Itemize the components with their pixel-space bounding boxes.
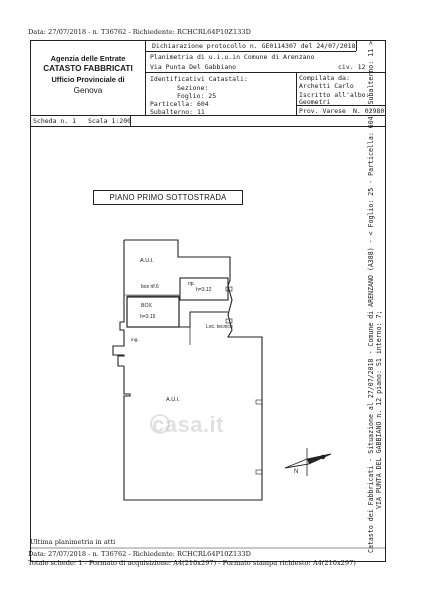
plan-label-h-box: h=3.15	[140, 314, 156, 320]
document-frame	[30, 40, 386, 562]
agency-office: Ufficio Provinciale di	[51, 75, 125, 84]
compiled-profession: Geometri	[299, 98, 331, 106]
identifier-sezione: Sezione:	[177, 84, 209, 92]
cadastral-header: Agenzia delle Entrate CATASTO FABBRICATI…	[30, 40, 386, 116]
agency-catasto: CATASTO FABBRICATI	[43, 64, 133, 73]
plan-wall-technical	[179, 311, 228, 328]
compiled-heading: Compilata da:	[299, 74, 350, 82]
plan-label-h-rip: h=3.12	[196, 287, 212, 293]
agency-name: Agenzia delle Entrate	[50, 54, 126, 63]
sheet-scale: Scala 1:200	[88, 117, 132, 125]
compiled-number: N. 02980	[353, 107, 385, 115]
civic-number: civ. 12	[338, 63, 366, 71]
identifier-foglio: Foglio: 25	[177, 92, 217, 100]
compiled-province: Prov. Varese	[299, 107, 346, 115]
plan-label-box: BOX	[141, 303, 152, 309]
declaration-protocol: Dichiarazione protocollo n. GE0114307 de…	[152, 42, 356, 50]
plan-label-rip: rip.	[188, 281, 195, 287]
plan-room-box	[126, 296, 180, 328]
plan-room-rip	[179, 277, 229, 301]
top-request-stamp: Data: 27/07/2018 - n. T36762 - Richieden…	[28, 28, 251, 36]
floor-title: PIANO PRIMO SOTTOSTRADA	[93, 190, 243, 205]
plan-title: Planimetria di u.i.u.in Comune di Arenza…	[150, 53, 315, 61]
plan-wall-lower	[123, 366, 263, 501]
svg-text:N: N	[294, 469, 298, 475]
plan-label-box-ref: box rif.6	[141, 284, 159, 290]
identifier-particella: Particella: 604	[150, 100, 209, 108]
compiled-enrolled: Iscritto all'albo:	[299, 91, 370, 99]
plan-wall-left-upper	[112, 240, 125, 367]
plan-wall-outer	[124, 239, 263, 384]
sheet-row: Scheda n. 1 Scala 1:200	[30, 116, 386, 127]
footer-sheet-format: Totale schede: 1 - Formato di acquisizio…	[28, 559, 356, 567]
plan-label-aui-top: A.U.I.	[140, 258, 154, 264]
side-status-line-2: VIA PUNTA DEL GABBIANO n. 12 piano: S1 i…	[375, 310, 383, 510]
north-arrow-icon: N	[284, 448, 332, 476]
agency-city: Genova	[73, 86, 103, 95]
identifier-subalterno: Subalterno: 11	[150, 108, 205, 116]
watermark-logo	[150, 414, 170, 434]
plan-label-technical: Loc. tecnico	[206, 324, 233, 330]
plan-label-aui-bottom: A.U.I.	[166, 397, 180, 403]
side-status-line-1: Catasto dei Fabbricati - Situazione al 2…	[367, 40, 375, 553]
compiled-name: Archetti Carlo	[299, 82, 354, 90]
sheet-number: Scheda n. 1	[33, 117, 77, 125]
agency-block: Agenzia delle Entrate CATASTO FABBRICATI…	[30, 40, 146, 116]
watermark: casa.it	[152, 412, 224, 437]
footer-request-stamp: Data: 27/07/2018 - n. T36762 - Richieden…	[28, 550, 251, 558]
last-plan-note: Ultima planimetria in atti	[30, 538, 116, 546]
plan-label-ing: ing.	[131, 337, 139, 343]
declaration-block: Dichiarazione protocollo n. GE0114307 de…	[146, 40, 386, 116]
identifiers-heading: Identificativi Catastali:	[150, 75, 248, 83]
address: Via Punta Del Gabbiano	[150, 63, 237, 71]
